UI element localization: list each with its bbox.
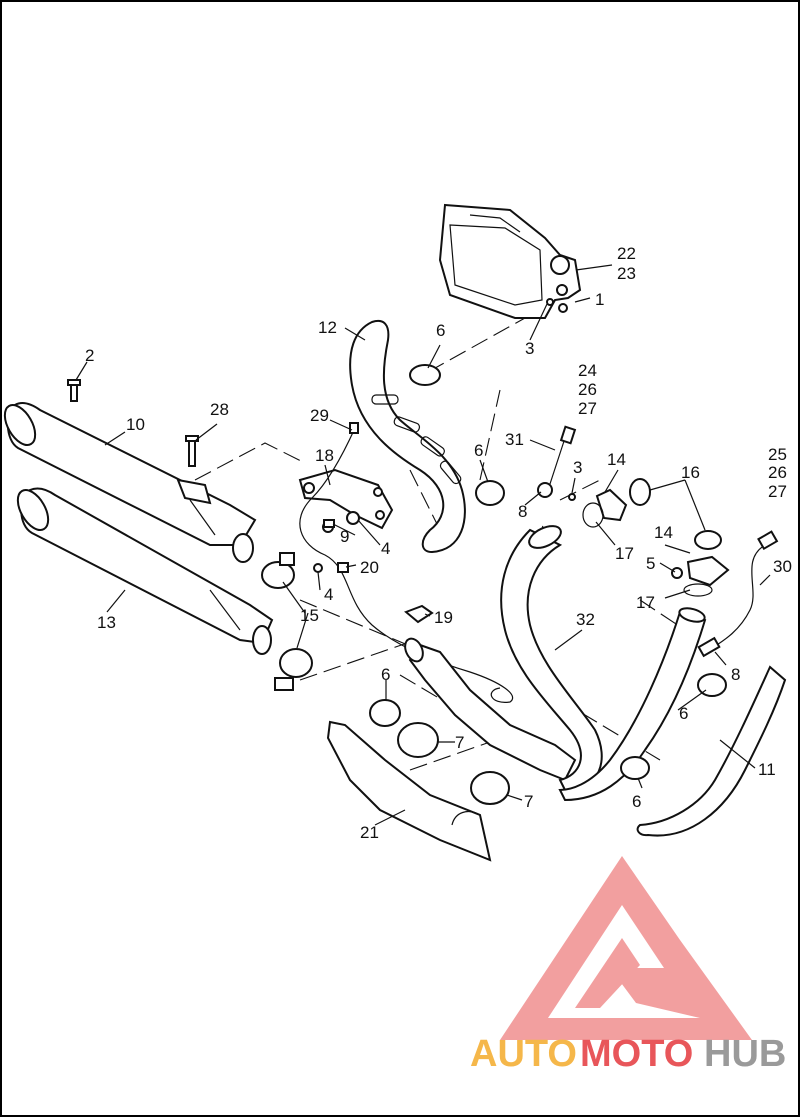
screw-1-icon [558,303,568,313]
washer-3b-icon [568,493,576,501]
callout-22: 22 [617,244,636,263]
clamp-7a-icon [397,722,439,758]
callout-16: 16 [681,463,700,482]
callout-13: 13 [97,613,116,632]
mounting-bracket [298,468,394,533]
clamp-7b-icon [470,771,510,805]
callout-14-lower: 14 [654,523,673,542]
callout-27-upper: 27 [578,399,597,418]
callout-7-a: 7 [455,733,464,752]
watermark-text: AUTO MOTO HUB [470,1033,786,1075]
head-pipe-rear [404,637,577,782]
callout-3-upper: 3 [525,339,534,358]
callout-25: 25 [768,445,787,464]
callout-26-lower: 26 [768,463,787,482]
callout-3-lower: 3 [573,458,582,477]
clamp-6c-icon [369,699,401,727]
clamp-6b-icon [475,480,505,506]
callout-12: 12 [318,318,337,337]
heat-shield-front [349,320,466,554]
callout-1: 1 [595,290,604,309]
washer-3-icon [546,298,554,306]
fasteners [67,298,683,624]
induction-module [438,203,582,319]
callout-14-upper: 14 [607,450,626,469]
callout-19: 19 [434,608,453,627]
heat-shield-lower [326,720,492,862]
bolt-28-icon [188,439,196,467]
callout-6-e: 6 [632,792,641,811]
o2-sensor-right [697,530,779,658]
callout-4-upper: 4 [381,539,390,558]
callout-10: 10 [126,415,145,434]
callout-32: 32 [576,610,595,629]
callout-24: 24 [578,361,597,380]
callout-5: 5 [646,554,655,573]
watermark-hub: HUB [704,1033,786,1075]
leader-lines [75,264,771,826]
clamp-lower [274,648,313,691]
callout-28: 28 [210,400,229,419]
clamp-upper [261,552,295,589]
callout-30: 30 [773,557,792,576]
callout-4-lower: 4 [324,585,333,604]
callout-31: 31 [505,430,524,449]
gasket-19-icon [404,604,434,624]
callout-11: 11 [758,760,776,779]
callout-17-upper: 17 [615,544,634,563]
callout-7-b: 7 [524,792,533,811]
callout-20: 20 [360,558,379,577]
callout-2: 2 [85,346,94,365]
callout-6-a: 6 [436,321,445,340]
callout-23: 23 [617,264,636,283]
callout-18: 18 [315,446,334,465]
callout-15: 15 [300,606,319,625]
o2-sensor-cable-rear [299,422,514,703]
o2-sensor-front [537,425,577,498]
watermark-moto: MOTO [580,1033,693,1075]
heat-shield-right [636,665,787,837]
flanges-gaskets [582,478,730,597]
assembly-guide-lines [194,317,701,771]
callout-6-c: 6 [381,665,390,684]
bolt-9-icon [323,519,335,528]
clip-20-icon [337,562,349,573]
callout-labels: 1 2 3 3 4 4 5 6 6 6 6 6 7 7 8 8 9 10 11 … [85,244,792,842]
head-pipe-right [558,607,707,802]
muffler-lower [16,487,274,655]
clamp-6e-icon [620,756,650,780]
callout-21: 21 [360,823,379,842]
callout-9: 9 [340,527,349,546]
clamp-6a-icon [409,364,441,386]
muffler-upper [3,401,257,563]
watermark-logo [500,856,752,1040]
callout-17-lower: 17 [636,593,655,612]
callout-8-b: 8 [731,665,740,684]
callout-6-d: 6 [679,704,688,723]
callout-29: 29 [310,406,329,425]
callout-6-b: 6 [474,441,483,460]
callout-8-a: 8 [518,502,527,521]
nut-4-icon [313,563,323,573]
watermark-auto: AUTO [470,1033,577,1075]
callout-27-lower: 27 [768,482,787,501]
nut-5-icon [671,567,683,579]
ring-clamps [369,364,727,805]
callout-26-upper: 26 [578,380,597,399]
